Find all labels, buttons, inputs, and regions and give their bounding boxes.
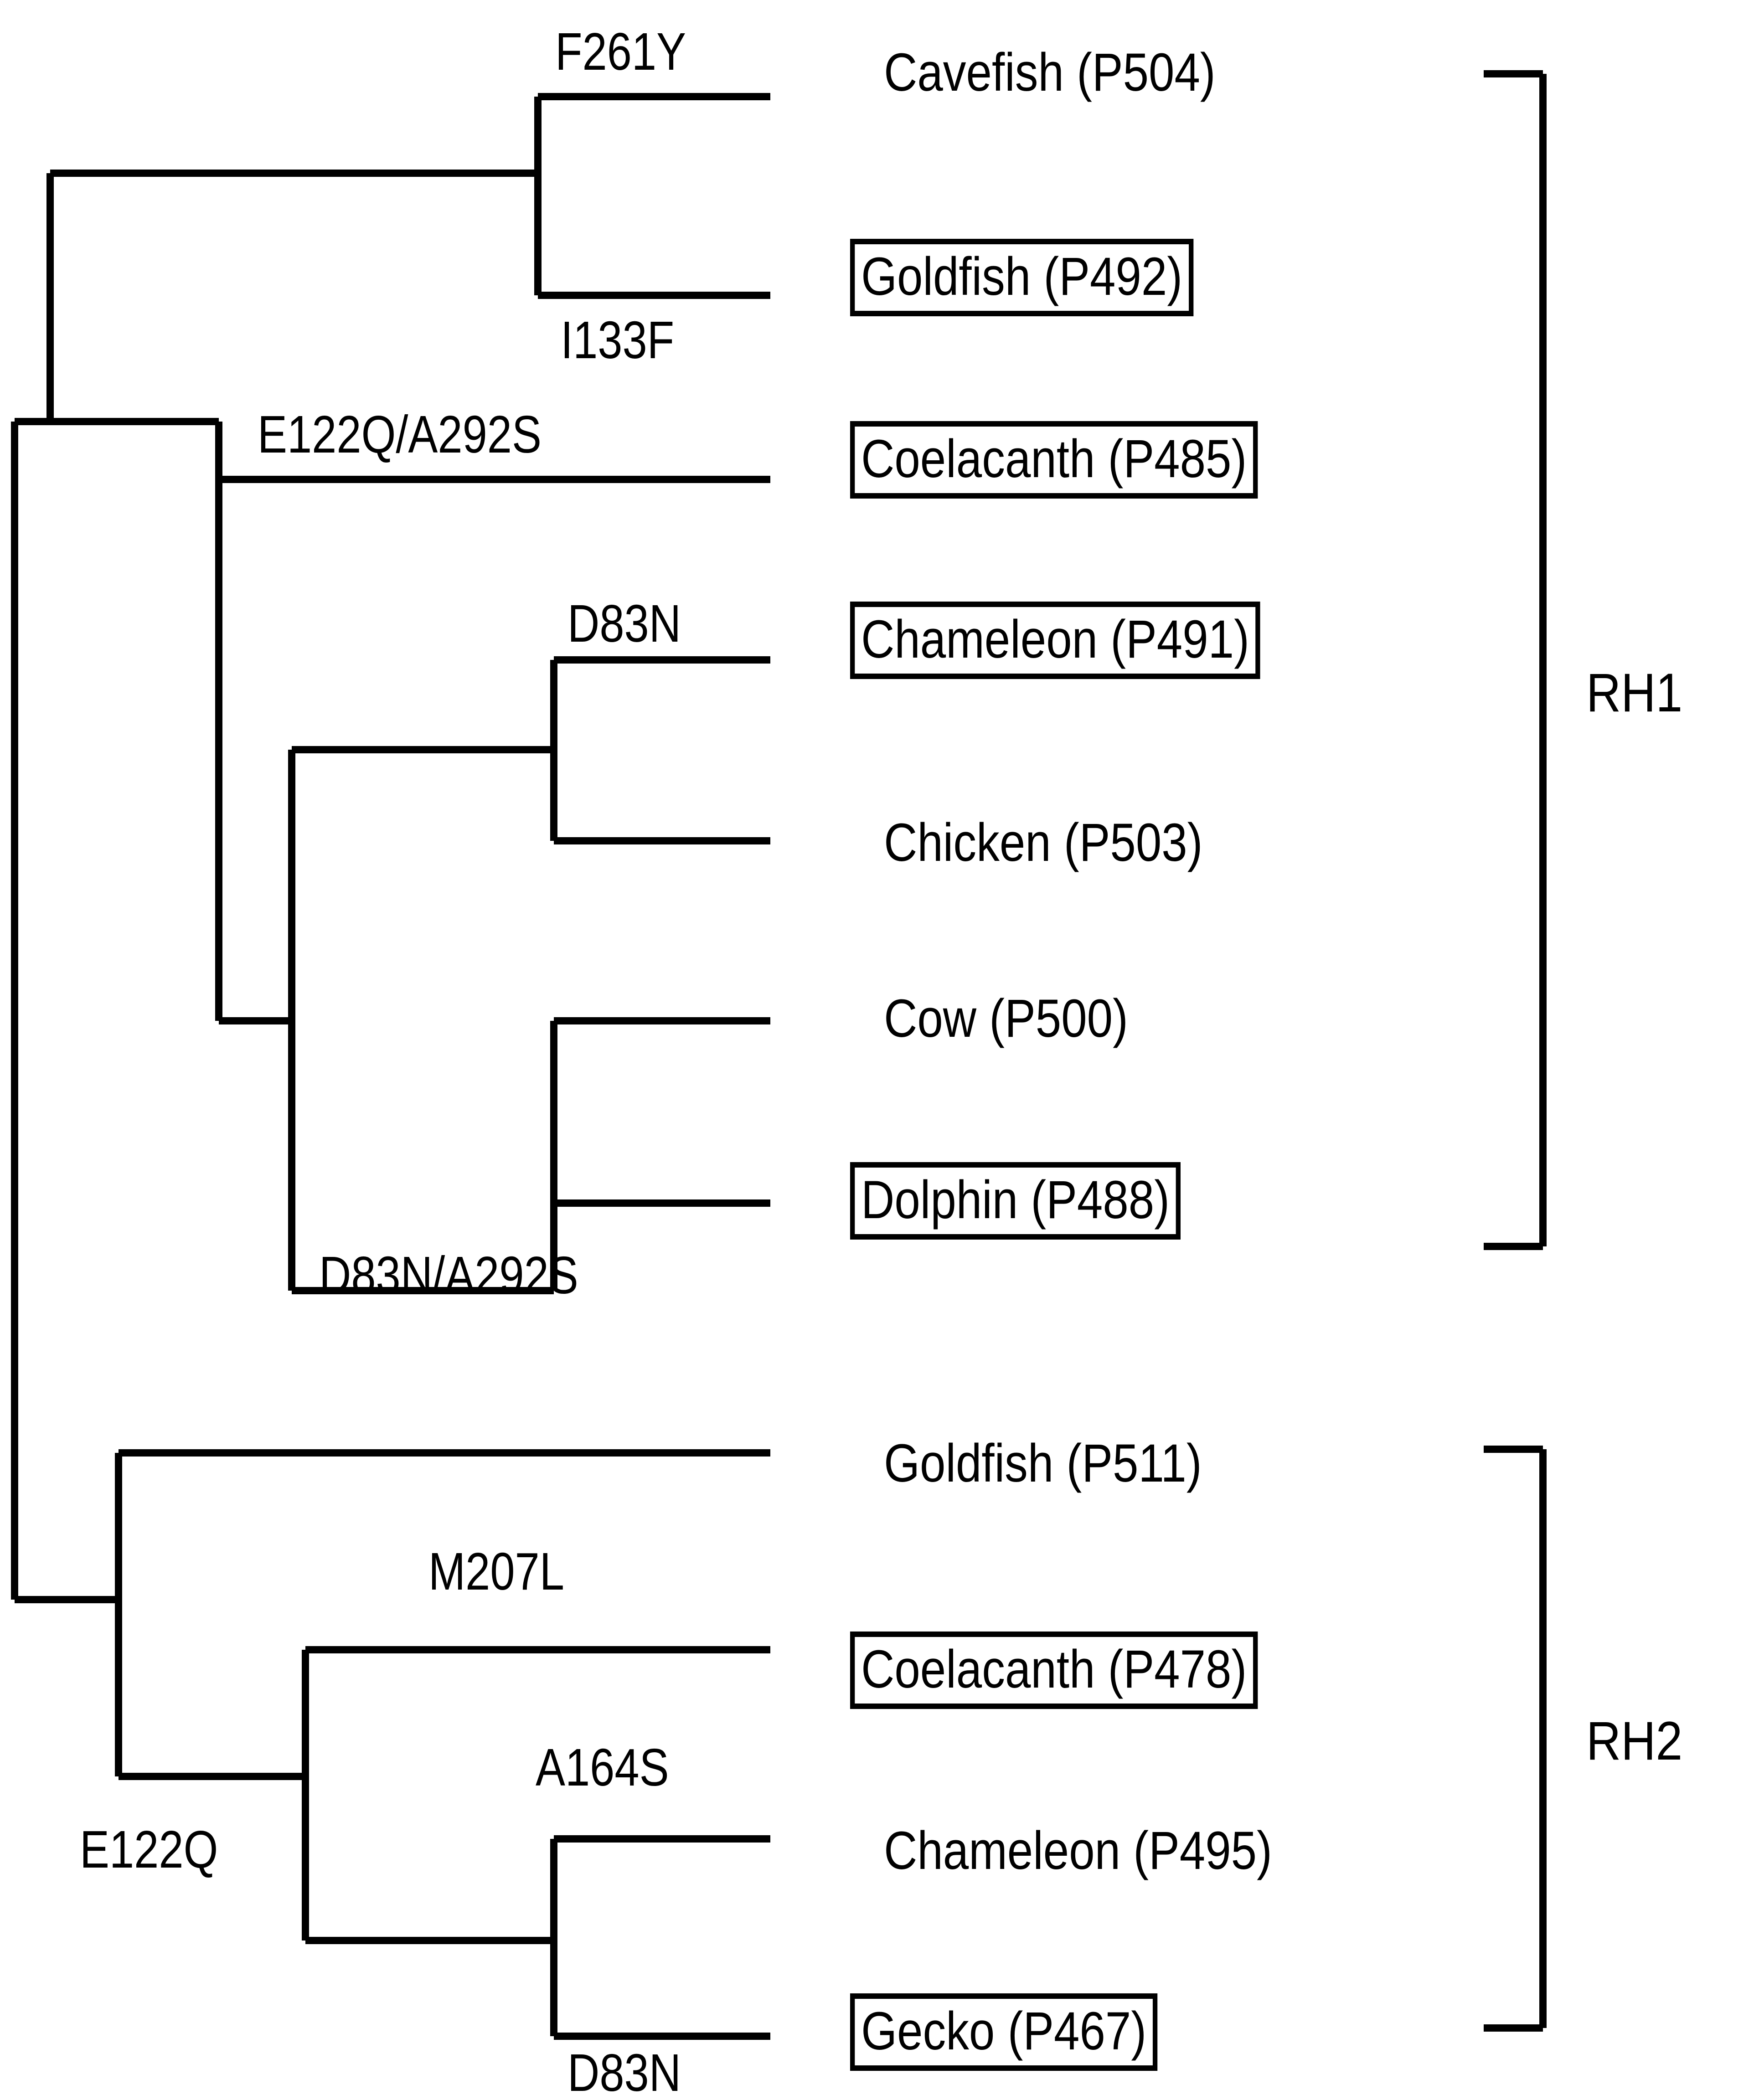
branch-rh2-basal bbox=[115, 1449, 770, 1780]
group-label-rh1: RH1 bbox=[1586, 662, 1683, 723]
tip-chicken-p503: Chicken (P503) bbox=[884, 813, 1203, 873]
mutation-e122q-a292s: E122Q/A292S bbox=[258, 405, 542, 464]
branch-cavefish-goldfish bbox=[534, 93, 770, 299]
mutation-a164s: A164S bbox=[536, 1738, 669, 1797]
bracket-rh1 bbox=[1484, 70, 1547, 1250]
group-label-rh2: RH2 bbox=[1586, 1710, 1683, 1771]
mutation-d83n-upper: D83N bbox=[567, 594, 681, 653]
branch-root bbox=[11, 418, 119, 1603]
tip-gecko-p467: Gecko (P467) bbox=[850, 1993, 1158, 2071]
tip-coelacanth-p478: Coelacanth (P478) bbox=[850, 1632, 1258, 1709]
tip-cavefish-p504: Cavefish (P504) bbox=[884, 42, 1216, 103]
mutation-m207l: M207L bbox=[428, 1542, 564, 1601]
branch-chameleon-gecko bbox=[550, 1835, 770, 2040]
branch-cow-dolphin bbox=[550, 1017, 770, 1291]
branch-chameleon-chicken bbox=[550, 656, 770, 844]
branch-amniote-split bbox=[288, 746, 554, 1294]
tip-cow-p500: Cow (P500) bbox=[884, 988, 1128, 1049]
bracket-rh2 bbox=[1484, 1446, 1547, 2032]
tip-chameleon-p491: Chameleon (P491) bbox=[850, 602, 1260, 679]
tip-goldfish-p492: Goldfish (P492) bbox=[850, 239, 1194, 316]
mutation-d83n-lower: D83N bbox=[567, 2043, 681, 2100]
tip-goldfish-p511: Goldfish (P511) bbox=[884, 1433, 1202, 1493]
branch-rh1-basal bbox=[46, 170, 538, 425]
tip-coelacanth-p485: Coelacanth (P485) bbox=[850, 421, 1258, 499]
mutation-i133f: I133F bbox=[561, 310, 675, 370]
mutation-e122q: E122Q bbox=[80, 1820, 218, 1879]
branch-rh2-coelacanth-split bbox=[302, 1646, 770, 1944]
branch-coelacanth-p485 bbox=[215, 422, 770, 1024]
mutation-f261y: F261Y bbox=[555, 22, 686, 81]
tip-chameleon-p495: Chameleon (P495) bbox=[884, 1821, 1272, 1881]
tip-dolphin-p488: Dolphin (P488) bbox=[850, 1162, 1181, 1240]
mutation-d83n-a292s: D83N/A292S bbox=[319, 1246, 578, 1305]
